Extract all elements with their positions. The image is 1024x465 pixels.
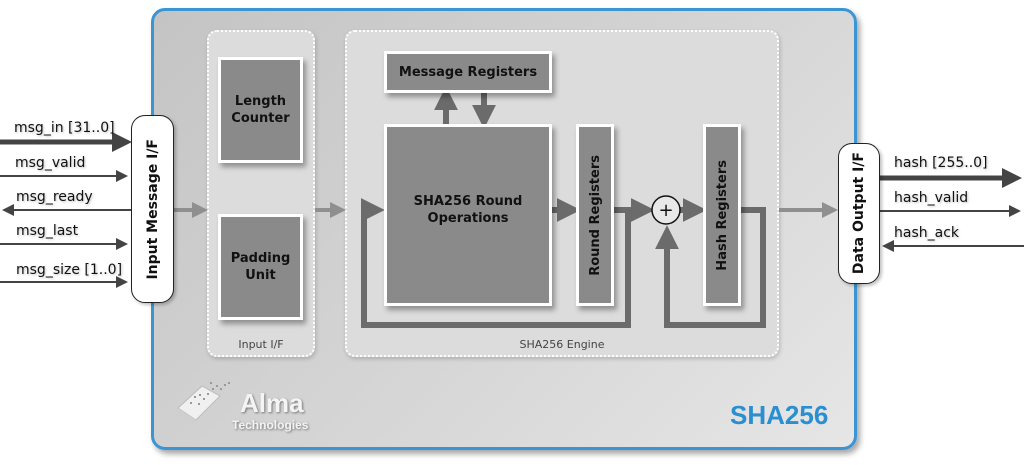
data-output-interface-label: Data Output I/F [851, 152, 867, 275]
signal-label-hash-valid: hash_valid [894, 190, 969, 206]
round-registers-label: Round Registers [587, 154, 603, 276]
diagram-title: SHA256 [730, 400, 829, 430]
input-message-interface-label: Input Message I/F [144, 138, 161, 280]
input-message-interface: Input Message I/F [131, 115, 174, 303]
length-counter-block: Length Counter [218, 57, 303, 163]
sha256-engine-group-label: SHA256 Engine [519, 338, 605, 351]
sha256-round-operations-block: SHA256 Round Operations [384, 124, 552, 306]
padding-unit-label: Padding Unit [230, 251, 291, 283]
input-if-group-label: Input I/F [238, 338, 284, 351]
signal-label-msg-in: msg_in [31..0] [14, 120, 115, 136]
hash-registers-block: Hash Registers [703, 124, 741, 306]
hash-registers-label: Hash Registers [714, 159, 730, 271]
sha256-round-operations-label: SHA256 Round Operations [413, 194, 523, 226]
alma-logo-icon [177, 382, 230, 426]
signal-label-msg-valid: msg_valid [15, 155, 86, 171]
alma-logo-subtitle: Technologies [232, 418, 309, 432]
adder-circle [651, 195, 681, 225]
adder-symbol: + [658, 200, 673, 221]
data-output-interface: Data Output I/F [838, 143, 880, 284]
length-counter-label: Length Counter [231, 94, 290, 126]
signal-label-msg-ready: msg_ready [16, 189, 93, 205]
round-feedback-loop [360, 198, 631, 328]
signal-label-hash-ack: hash_ack [894, 225, 960, 241]
round-registers-block: Round Registers [576, 124, 614, 306]
signal-label-msg-size: msg_size [1..0] [16, 262, 123, 278]
message-registers-label: Message Registers [398, 64, 538, 80]
alma-logo-name: Alma [240, 388, 304, 418]
hash-feedback-loop [655, 207, 766, 328]
signal-label-hash: hash [255..0] [894, 155, 988, 171]
message-registers-block: Message Registers [384, 51, 552, 93]
padding-unit-block: Padding Unit [218, 214, 303, 320]
signal-label-msg-last: msg_last [16, 223, 79, 239]
